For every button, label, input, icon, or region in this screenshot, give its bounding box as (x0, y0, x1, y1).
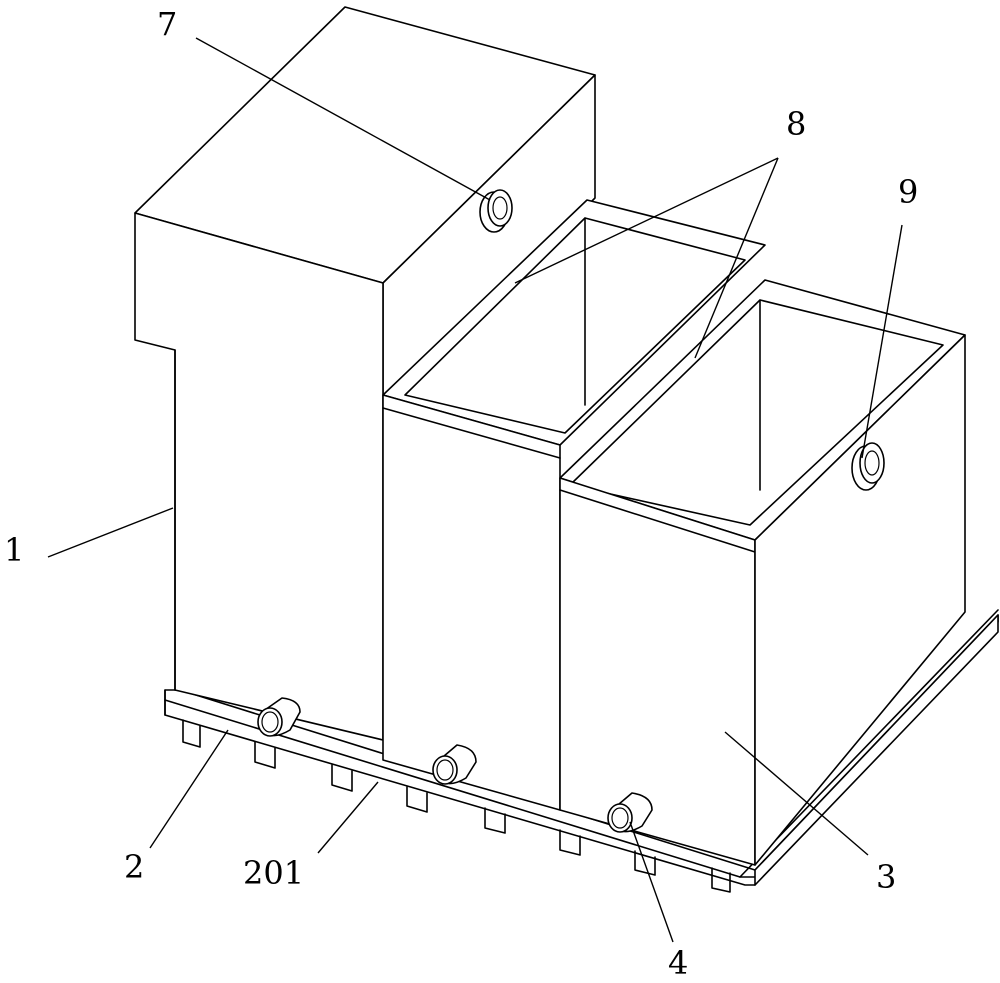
label-partitions: 8 (786, 105, 807, 143)
left-tower (134, 6, 596, 741)
leader-3 (724, 731, 869, 856)
leader-7 (195, 37, 491, 201)
leader-8b (694, 157, 779, 359)
pipe-3 (607, 792, 653, 833)
label-right-tank: 3 (876, 858, 897, 896)
label-pipe: 4 (668, 944, 689, 982)
label-top-port: 7 (157, 5, 178, 43)
right-tank (559, 279, 966, 866)
leader-201 (317, 781, 379, 854)
base-pipes (257, 697, 653, 833)
leader-8a (514, 157, 779, 284)
pipe-1 (257, 697, 301, 737)
middle-tank (382, 199, 766, 811)
leader-4 (629, 821, 674, 943)
pipe-2 (432, 744, 477, 785)
label-base-grooves: 201 (243, 854, 305, 892)
leader-2 (149, 729, 229, 849)
base-grooves (182, 719, 731, 893)
label-body: 1 (4, 531, 25, 569)
side-port (851, 442, 885, 491)
leader-1 (47, 507, 174, 558)
label-side-port: 9 (898, 173, 919, 211)
label-base: 2 (124, 848, 145, 886)
leader-lines (47, 37, 903, 943)
base-plate (164, 609, 999, 886)
top-port (479, 189, 513, 233)
leader-9 (861, 224, 903, 459)
